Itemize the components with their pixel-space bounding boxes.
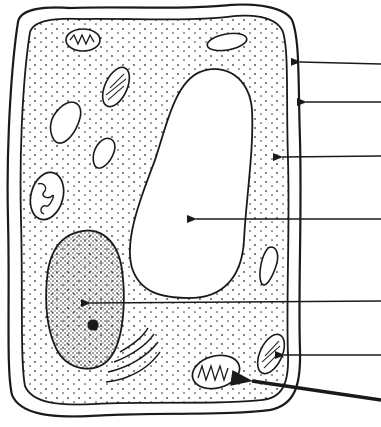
nucleus — [46, 231, 124, 369]
arrow-cell-wall — [300, 62, 381, 64]
chloroplast — [66, 29, 100, 51]
arrow-cytoplasm — [282, 156, 381, 157]
nucleolus — [88, 320, 99, 331]
